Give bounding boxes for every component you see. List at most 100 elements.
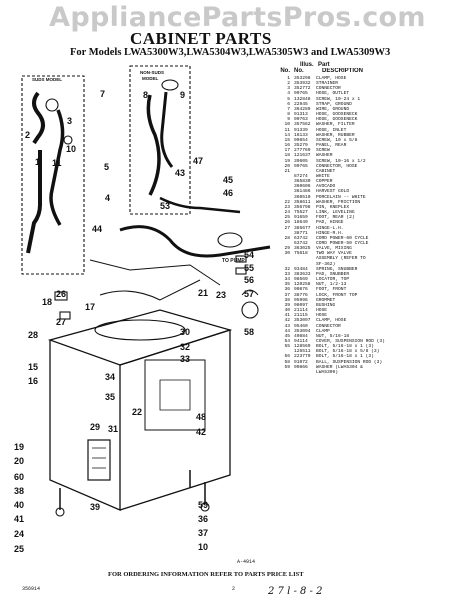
callout-label: 36: [198, 514, 208, 524]
callout-label: 40: [14, 500, 24, 510]
models-line: For Models LWA5300W3,LWA5304W3,LWA5305W3…: [70, 47, 391, 58]
callout-label: 25: [14, 544, 24, 554]
row-part-no: 75618: [294, 251, 308, 257]
row-illus-no: 9: [287, 117, 290, 123]
header-partno: No.: [294, 68, 304, 74]
row-part-no: 21114: [294, 308, 308, 314]
figure-number: A-4914: [237, 559, 256, 565]
row-description: BOLT, 5/16-18 x 5/8 (3): [316, 349, 380, 355]
row-description: CORD POWER-50 CYCLE: [316, 241, 369, 246]
row-description: COVER, SUSPENSION ROD (3): [316, 338, 385, 344]
callout-label: 47: [193, 156, 203, 166]
callout-label: 10: [66, 144, 76, 154]
row-description: LOCATOR, TOP: [316, 277, 350, 283]
to-pump-label: TO PUMP: [222, 258, 245, 264]
row-part-no: 353932: [294, 81, 311, 87]
row-illus-no: 38: [284, 297, 290, 303]
callout-label: 27: [56, 317, 66, 327]
row-description: SF-362): [316, 261, 336, 267]
row-description: FOOT, REAR (2): [316, 215, 355, 221]
row-description: TWO WAY VALVE: [316, 251, 352, 257]
row-part-no: 91072: [294, 359, 308, 365]
callout-label: 11: [52, 158, 62, 168]
callout-label: 23: [216, 290, 226, 300]
callout-label: 9: [180, 90, 185, 100]
row-description: SCREW, 10-16 x 1/2: [316, 158, 366, 164]
row-description: LOCK, FRONT TOP: [316, 292, 358, 298]
row-illus-no: 32: [284, 266, 290, 272]
row-description: CORD POWER-60 CYCLE: [316, 235, 369, 241]
row-illus-no: 6: [287, 101, 290, 107]
callout-label: 42: [196, 427, 206, 437]
callout-label: 31: [108, 424, 118, 434]
row-part-no: 353094: [294, 328, 311, 334]
row-part-no: 90765: [294, 91, 308, 97]
row-illus-no: 20: [284, 163, 290, 169]
row-part-no: 120258: [294, 282, 311, 288]
callout-label: 35: [105, 392, 115, 402]
row-part-no: 91313: [294, 112, 308, 118]
row-description: BOLT, 5/16-18 x 1 (3): [316, 344, 374, 350]
row-part-no: 361486: [294, 189, 311, 195]
header-part: Part: [318, 62, 330, 68]
callout-label: 41: [14, 514, 24, 524]
row-illus-no: 24: [284, 210, 290, 216]
row-illus-no: 37: [284, 292, 290, 298]
row-illus-no: 27: [284, 225, 290, 231]
row-illus-no: [276, 370, 294, 375]
row-part-no: 132848: [294, 96, 311, 102]
header-illus: Illus.: [300, 62, 314, 68]
row-description: VALVE, MIXING: [316, 246, 352, 252]
row-illus-no: 10: [284, 122, 290, 128]
row-description: FOOT, FRONT: [316, 287, 347, 293]
callout-label: 43: [175, 168, 185, 178]
callout-label: 44: [92, 224, 102, 234]
callout-label: 59: [198, 500, 208, 510]
row-description: CLAMP: [316, 328, 330, 334]
row-description: WASHER, FRICTION: [316, 199, 361, 205]
row-part-no: 365830: [294, 179, 311, 185]
handwritten-note: 2 7 l - 8 - 2: [268, 586, 323, 597]
row-description: HOSE: [316, 308, 328, 314]
row-illus-no: 29: [284, 246, 290, 252]
row-description: HINGE-R.H.: [316, 230, 344, 236]
row-description: LWA5309): [316, 369, 339, 375]
page-number: 2: [232, 586, 236, 592]
row-illus-no: 18: [284, 153, 290, 159]
row-part-no: 364289: [294, 106, 311, 112]
page-title: CABINET PARTS: [130, 29, 272, 48]
row-description: HOSE, INLET: [316, 127, 347, 133]
row-part-no: 90765: [294, 163, 308, 169]
row-description: WASHER: [316, 153, 333, 159]
callout-label: 60: [14, 472, 24, 482]
row-illus-no: 19: [284, 158, 290, 164]
row-description: STRAINER: [316, 81, 339, 87]
row-illus-no: 7: [287, 106, 290, 112]
callout-label: 4: [105, 193, 110, 203]
callout-label: 30: [180, 327, 190, 337]
row-illus-no: 4: [287, 91, 290, 97]
callout-label: 34: [105, 372, 115, 382]
row-illus-no: 21: [284, 168, 290, 174]
